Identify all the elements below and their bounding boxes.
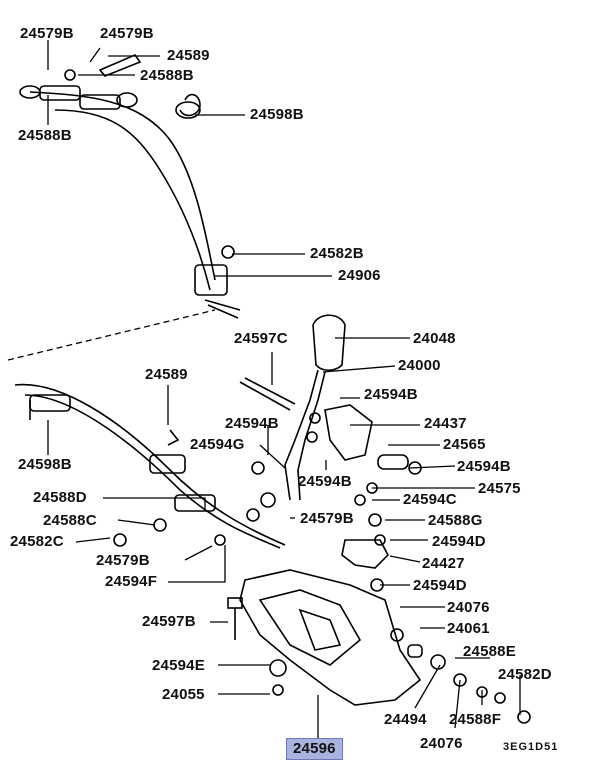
part-label-24594e: 24594E xyxy=(152,657,205,674)
select-cable-upper xyxy=(54,109,211,291)
part-label-24588d: 24588D xyxy=(33,489,87,506)
part-label-24579b: 24579B xyxy=(100,25,154,42)
part-label-24579b: 24579B xyxy=(300,510,354,527)
part-label-24589: 24589 xyxy=(167,47,210,64)
part-label-24594b: 24594B xyxy=(457,458,511,475)
part-label-24076: 24076 xyxy=(447,599,490,616)
part-label-24000: 24000 xyxy=(398,357,441,374)
diagram-code: 3EG1D51 xyxy=(503,741,559,753)
part-label-24596-highlighted[interactable]: 24596 xyxy=(286,738,343,760)
part-label-24575: 24575 xyxy=(478,480,521,497)
leader-line xyxy=(168,545,226,583)
leader-line xyxy=(184,545,213,561)
shift-cable-upper xyxy=(29,91,216,281)
shift-cable-lower xyxy=(14,383,286,546)
part-label-24594f: 24594F xyxy=(105,573,158,590)
part-label-24594d: 24594D xyxy=(432,533,486,550)
leader-line xyxy=(454,679,461,729)
part-label-24055: 24055 xyxy=(162,686,205,703)
part-label-24594g: 24594G xyxy=(190,436,245,453)
leader-line xyxy=(409,465,456,469)
part-label-24594d: 24594D xyxy=(413,577,467,594)
reference-line xyxy=(7,309,216,361)
base-plate xyxy=(239,569,422,706)
leader-line xyxy=(75,537,111,543)
leader-line xyxy=(389,555,421,563)
part-label-24588b: 24588B xyxy=(18,127,72,144)
shift-lever xyxy=(284,369,319,501)
part-label-24588g: 24588G xyxy=(428,512,483,529)
leader-line xyxy=(322,365,396,373)
part-label-24594c: 24594C xyxy=(403,491,457,508)
part-label-24565: 24565 xyxy=(443,436,486,453)
part-label-24588c: 24588C xyxy=(43,512,97,529)
leader-line xyxy=(103,497,206,510)
shift-knob xyxy=(312,314,346,372)
part-label-24437: 24437 xyxy=(424,415,467,432)
part-label-24582d: 24582D xyxy=(498,666,552,683)
part-label-24588e: 24588E xyxy=(463,643,516,660)
part-label-24597b: 24597B xyxy=(142,613,196,630)
leader-line xyxy=(89,47,101,63)
part-label-24579b: 24579B xyxy=(96,552,150,569)
part-label-24494: 24494 xyxy=(384,711,427,728)
part-label-24594b: 24594B xyxy=(298,473,352,490)
part-label-24427: 24427 xyxy=(422,555,465,572)
part-label-24582b: 24582B xyxy=(310,245,364,262)
part-label-24076: 24076 xyxy=(420,735,463,752)
leader-line xyxy=(414,664,441,709)
leader-line xyxy=(259,444,286,469)
part-label-24598b: 24598B xyxy=(18,456,72,473)
part-label-24594b: 24594B xyxy=(364,386,418,403)
part-label-24594b: 24594B xyxy=(225,415,279,432)
part-label-24061: 24061 xyxy=(447,620,490,637)
part-label-24048: 24048 xyxy=(413,330,456,347)
select-cable-lower xyxy=(24,394,281,549)
part-label-24582c: 24582C xyxy=(10,533,64,550)
part-label-24588b: 24588B xyxy=(140,67,194,84)
part-label-24906: 24906 xyxy=(338,267,381,284)
part-label-24588f: 24588F xyxy=(449,711,502,728)
part-label-24597c: 24597C xyxy=(234,330,288,347)
part-label-24579b: 24579B xyxy=(20,25,74,42)
part-label-24598b: 24598B xyxy=(250,106,304,123)
leader-line xyxy=(117,519,156,526)
part-label-24589: 24589 xyxy=(145,366,188,383)
